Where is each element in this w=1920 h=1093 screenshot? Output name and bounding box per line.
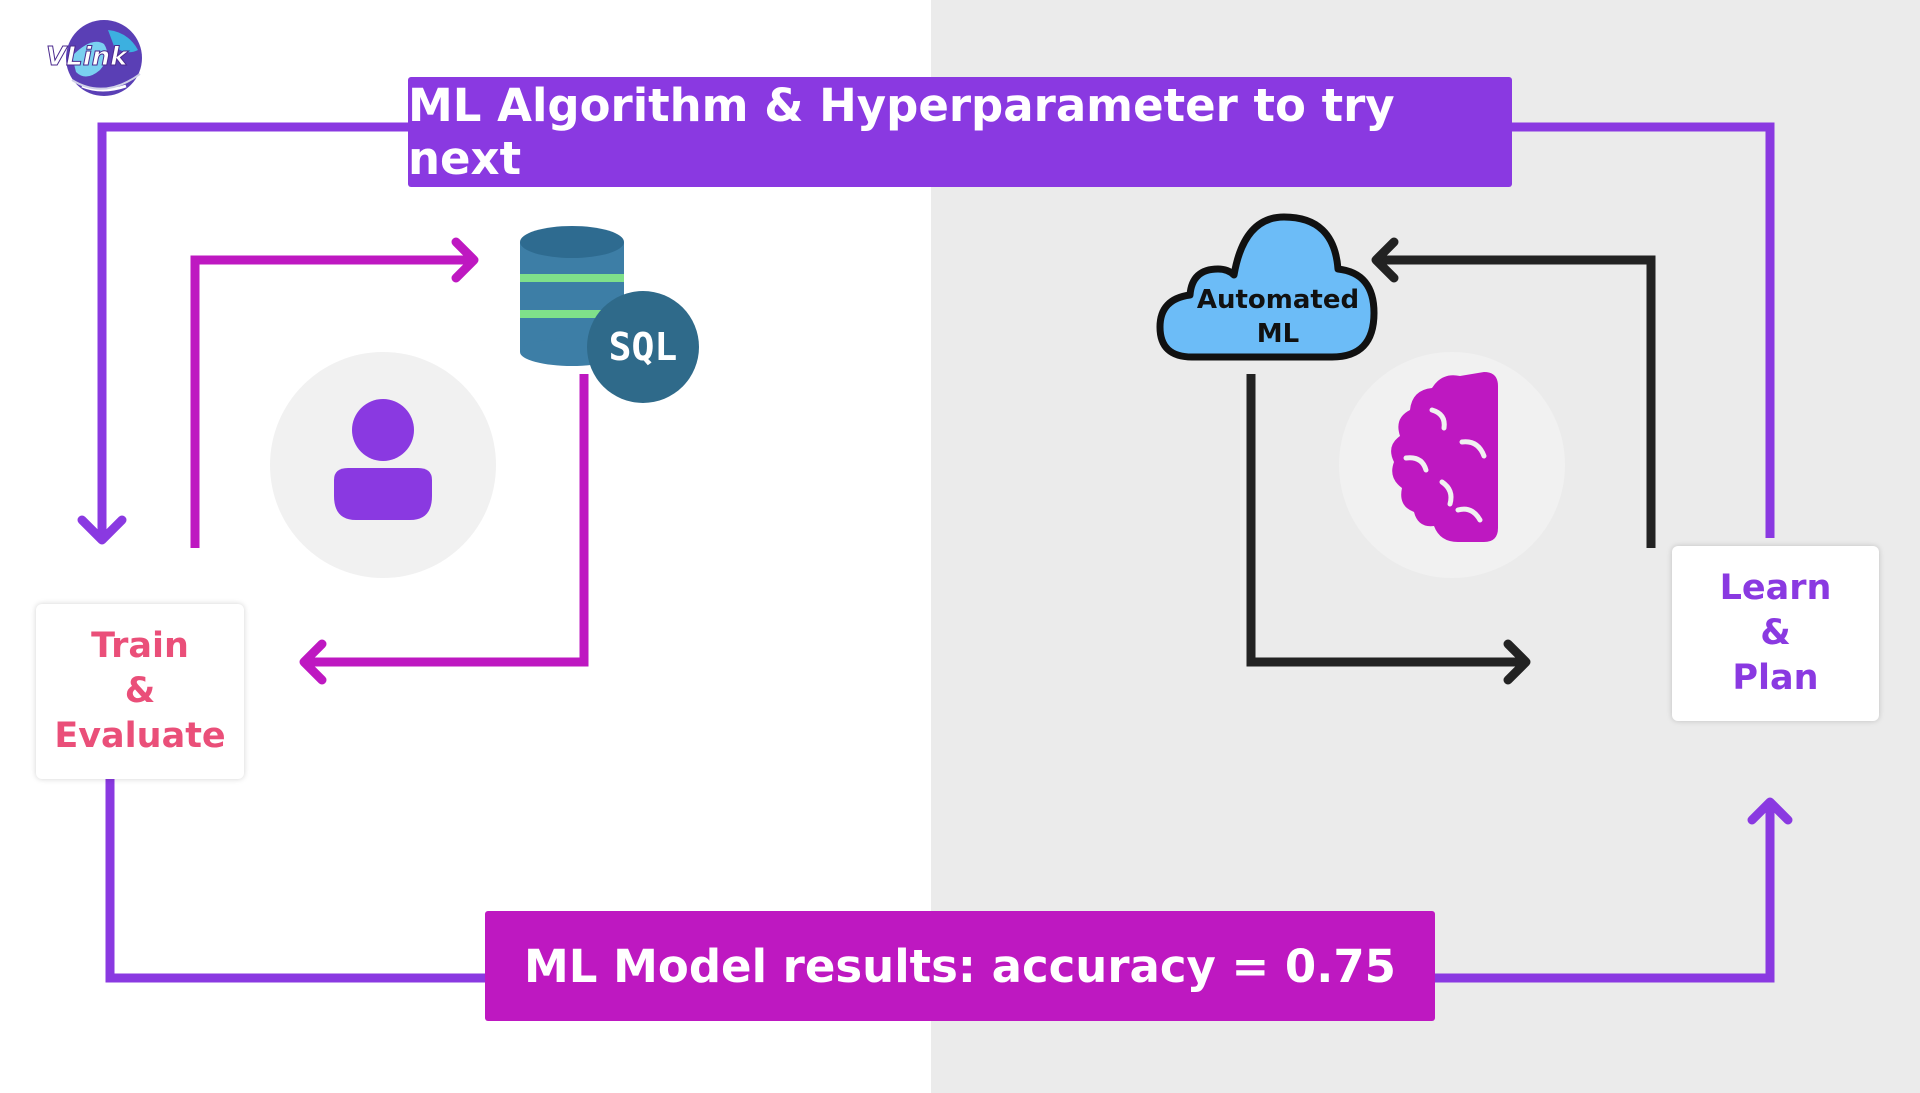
learn-label: Learn xyxy=(1719,568,1832,608)
right-inner-line-up xyxy=(1378,255,1656,548)
bottom-loop-line-right xyxy=(1435,804,1775,983)
left-inner-arrowhead-left xyxy=(299,639,327,685)
left-inner-line-down xyxy=(306,374,589,667)
plan-label: Plan xyxy=(1732,658,1819,698)
sql-label: SQL xyxy=(608,325,678,369)
database-icon xyxy=(520,226,699,403)
right-inner-arrowhead-right xyxy=(1503,639,1531,685)
next-trial-banner: ML Algorithm & Hyperparameter to try nex… xyxy=(408,77,1512,187)
top-loop-line xyxy=(1512,122,1775,538)
learn-plan-box: Learn & Plan xyxy=(1672,546,1879,721)
cloud-label: Automated ML xyxy=(1158,280,1398,354)
user-circle xyxy=(270,352,496,578)
top-loop-line-left xyxy=(97,122,408,540)
train-label: Train xyxy=(91,626,189,666)
bottom-loop-line-left xyxy=(105,779,485,983)
cloud-label-line1: Automated xyxy=(1196,285,1360,315)
logo-text: VLink xyxy=(45,42,128,73)
left-inner-line-up xyxy=(190,255,472,548)
left-inner-arrowhead-right xyxy=(451,237,479,283)
bottom-loop-arrowhead xyxy=(1747,797,1793,825)
train-evaluate-box: Train & Evaluate xyxy=(36,604,244,779)
brain-icon xyxy=(1391,372,1498,542)
top-loop-arrowhead xyxy=(77,515,127,545)
evaluate-label: Evaluate xyxy=(54,716,226,756)
logo-globe-icon xyxy=(66,20,142,96)
user-icon xyxy=(334,399,432,520)
right-inner-line-down xyxy=(1246,374,1524,667)
model-results-banner: ML Model results: accuracy = 0.75 xyxy=(485,911,1435,1021)
train-ampersand: & xyxy=(124,671,156,711)
cloud-label-line2: ML xyxy=(1256,319,1300,349)
right-inner-arrowhead-left xyxy=(1371,237,1399,283)
learn-ampersand: & xyxy=(1760,613,1791,653)
cloud-icon xyxy=(1156,213,1378,361)
